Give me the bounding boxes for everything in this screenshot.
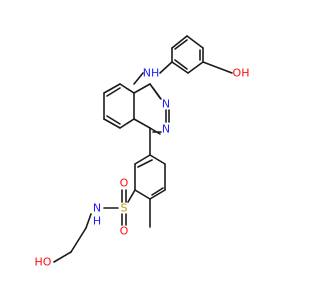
bond-44 xyxy=(85,213,92,229)
bond-4 xyxy=(171,61,189,74)
sulfonyl-o1-label: O xyxy=(120,177,129,190)
bond-18 xyxy=(106,87,121,97)
bond-46 xyxy=(53,251,72,263)
bond-31 xyxy=(134,189,151,200)
bond-9 xyxy=(202,61,233,74)
bond-13 xyxy=(119,83,135,94)
bond-35 xyxy=(137,159,153,168)
sulfonyl-o2-label: O xyxy=(120,225,129,238)
bond-45 xyxy=(70,227,87,253)
bond-8 xyxy=(174,59,188,70)
bond-25 xyxy=(152,87,162,100)
bond-layer xyxy=(53,35,233,263)
ring-n2-label: N xyxy=(162,123,170,136)
bond-36 xyxy=(151,187,164,196)
bond-10 xyxy=(159,61,173,74)
bond-32 xyxy=(149,189,166,200)
alcohol-oh-label: HO xyxy=(35,256,52,269)
bond-11 xyxy=(133,72,144,85)
bond-6 xyxy=(174,39,188,50)
bond-19 xyxy=(106,115,121,125)
sulfur-label: S xyxy=(121,202,128,215)
bond-29 xyxy=(134,154,151,165)
bond-23 xyxy=(149,127,161,135)
bond-38 xyxy=(127,189,136,203)
ring-n1-label: N xyxy=(162,98,170,111)
bond-20 xyxy=(133,83,151,94)
atom-label-layer: NH OH N N S O O N H HO xyxy=(35,67,250,269)
bond-0 xyxy=(171,35,188,49)
phenol-oh-label: OH xyxy=(233,67,250,80)
bond-3 xyxy=(187,61,204,74)
amine-nh-label: NH xyxy=(143,67,160,80)
bond-1 xyxy=(186,35,204,49)
bond-12 xyxy=(103,83,121,94)
sulfonamide-h-label: H xyxy=(93,215,101,228)
bond-15 xyxy=(119,118,135,129)
bond-24 xyxy=(133,118,151,129)
sulfonamide-n-label: N xyxy=(93,202,101,215)
chemical-structure: NH OH N N S O O N H HO xyxy=(35,35,250,269)
bond-16 xyxy=(103,118,121,129)
bond-34 xyxy=(149,154,166,165)
